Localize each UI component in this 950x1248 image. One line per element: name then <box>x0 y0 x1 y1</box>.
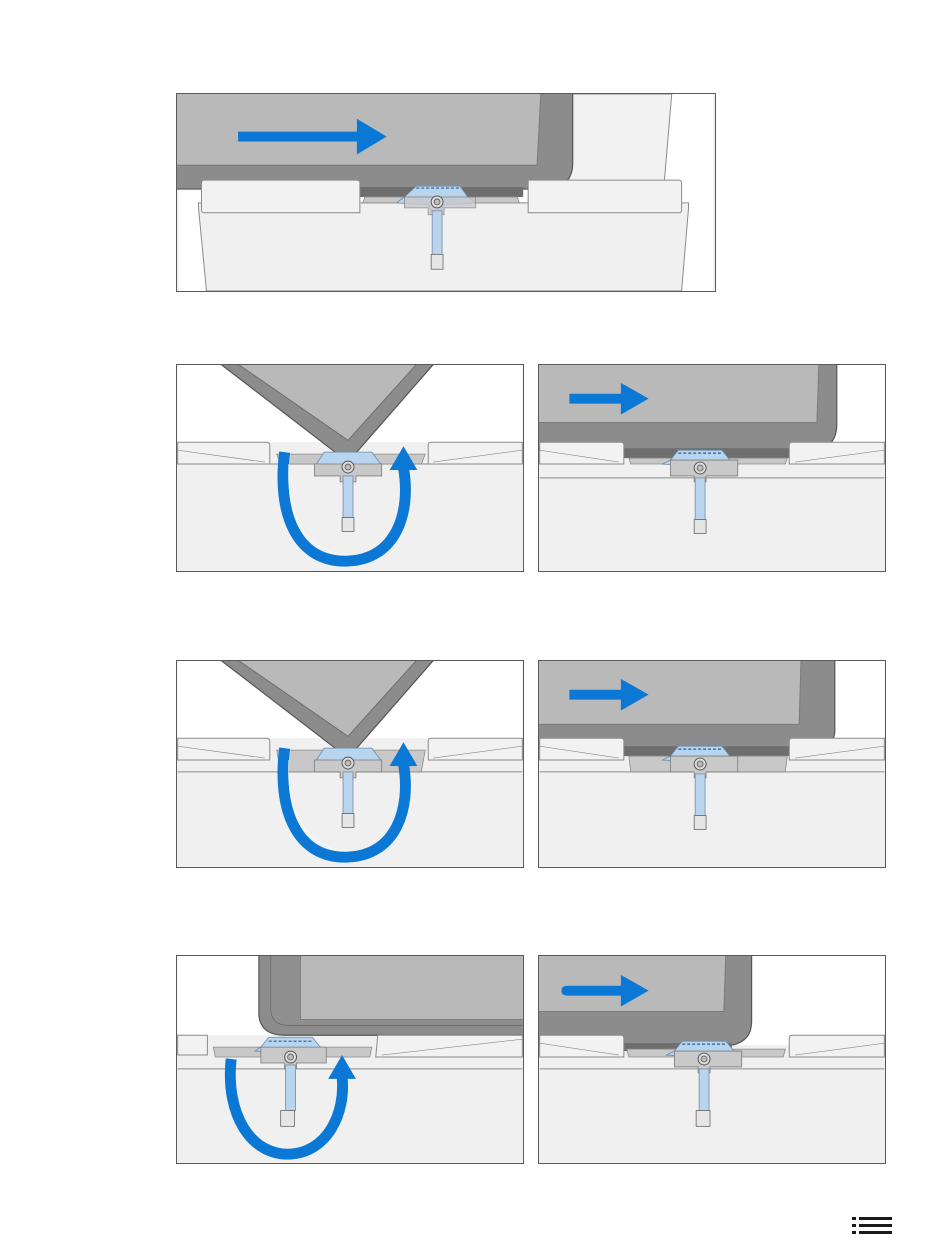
figure-1-slide-right <box>176 93 716 292</box>
figure-3a-rotate <box>176 660 524 868</box>
figure-4a-rotate <box>176 955 524 1164</box>
figure-4b-illustration <box>539 956 885 1163</box>
figure-2b-illustration <box>539 365 885 571</box>
figure-4b-slide-right <box>538 955 886 1164</box>
figure-2a-illustration <box>177 365 523 571</box>
figure-3a-illustration <box>177 661 523 867</box>
figure-2b-slide-right <box>538 364 886 572</box>
figure-4a-illustration <box>177 956 523 1163</box>
figure-3b-slide-right <box>538 660 886 868</box>
figure-3b-illustration <box>539 661 885 867</box>
figure-2a-rotate <box>176 364 524 572</box>
list-menu-icon <box>852 1216 894 1236</box>
figure-1-illustration <box>177 94 715 291</box>
table-of-contents-button[interactable] <box>852 1216 894 1236</box>
